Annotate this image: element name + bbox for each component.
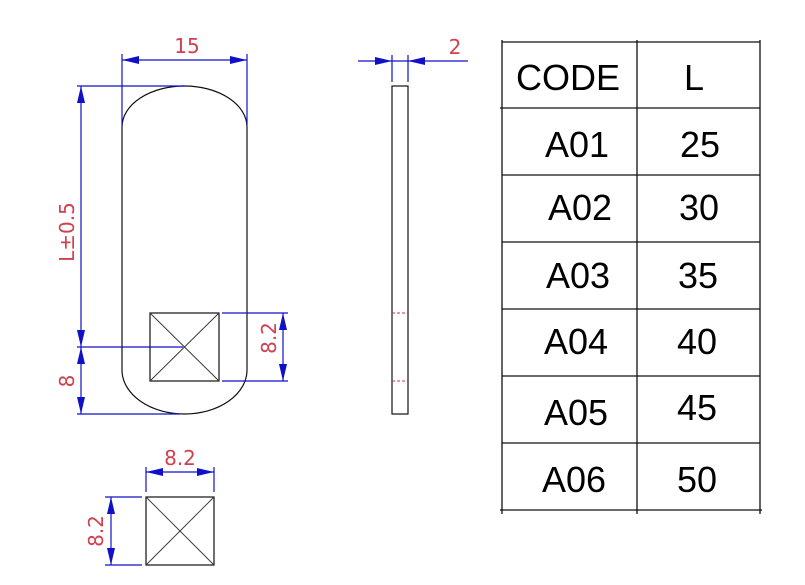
side-view: 2 bbox=[358, 35, 468, 415]
table-cell-code: A02 bbox=[548, 187, 612, 228]
table-cell-code: A06 bbox=[542, 459, 606, 500]
square-diagonal bbox=[149, 312, 220, 382]
detail-square-view: 8.2 8.2 bbox=[84, 446, 215, 566]
detail-square bbox=[145, 496, 215, 566]
table-cell-code: A04 bbox=[544, 321, 608, 362]
table-cell-l: 35 bbox=[678, 255, 718, 296]
header-code: CODE bbox=[516, 57, 620, 98]
detail-width-dim-text: 8.2 bbox=[164, 446, 196, 470]
slot-outline bbox=[121, 85, 248, 415]
side-profile bbox=[391, 85, 409, 415]
code-length-table: CODE L A01 25 A02 30 A03 35 A04 40 A05 4… bbox=[500, 40, 762, 514]
table-cell-l: 30 bbox=[679, 187, 719, 228]
front-view: 15 L±0.5 8 8.2 bbox=[55, 34, 288, 415]
table-cell-code: A03 bbox=[546, 255, 610, 296]
square-dim-text: 8.2 bbox=[257, 322, 281, 354]
thickness-dimension: 2 bbox=[358, 35, 468, 82]
table-cell-l: 50 bbox=[677, 459, 717, 500]
detail-height-dim-text: 8.2 bbox=[84, 515, 108, 547]
square-dimension: 8.2 bbox=[222, 312, 288, 382]
table-cell-l: 40 bbox=[677, 321, 717, 362]
length-dim-text: L±0.5 bbox=[55, 202, 79, 262]
table-cell-l: 25 bbox=[680, 124, 720, 165]
width-dimension: 15 bbox=[121, 34, 248, 125]
table-cell-l: 45 bbox=[677, 387, 717, 428]
thickness-dim-text: 2 bbox=[449, 35, 462, 59]
length-dimension: L±0.5 8 bbox=[55, 85, 185, 415]
width-dim-text: 15 bbox=[174, 34, 199, 58]
offset-dim-text: 8 bbox=[55, 375, 79, 388]
table-cell-code: A05 bbox=[544, 392, 608, 433]
header-l: L bbox=[684, 57, 704, 98]
table-cell-code: A01 bbox=[545, 124, 609, 165]
